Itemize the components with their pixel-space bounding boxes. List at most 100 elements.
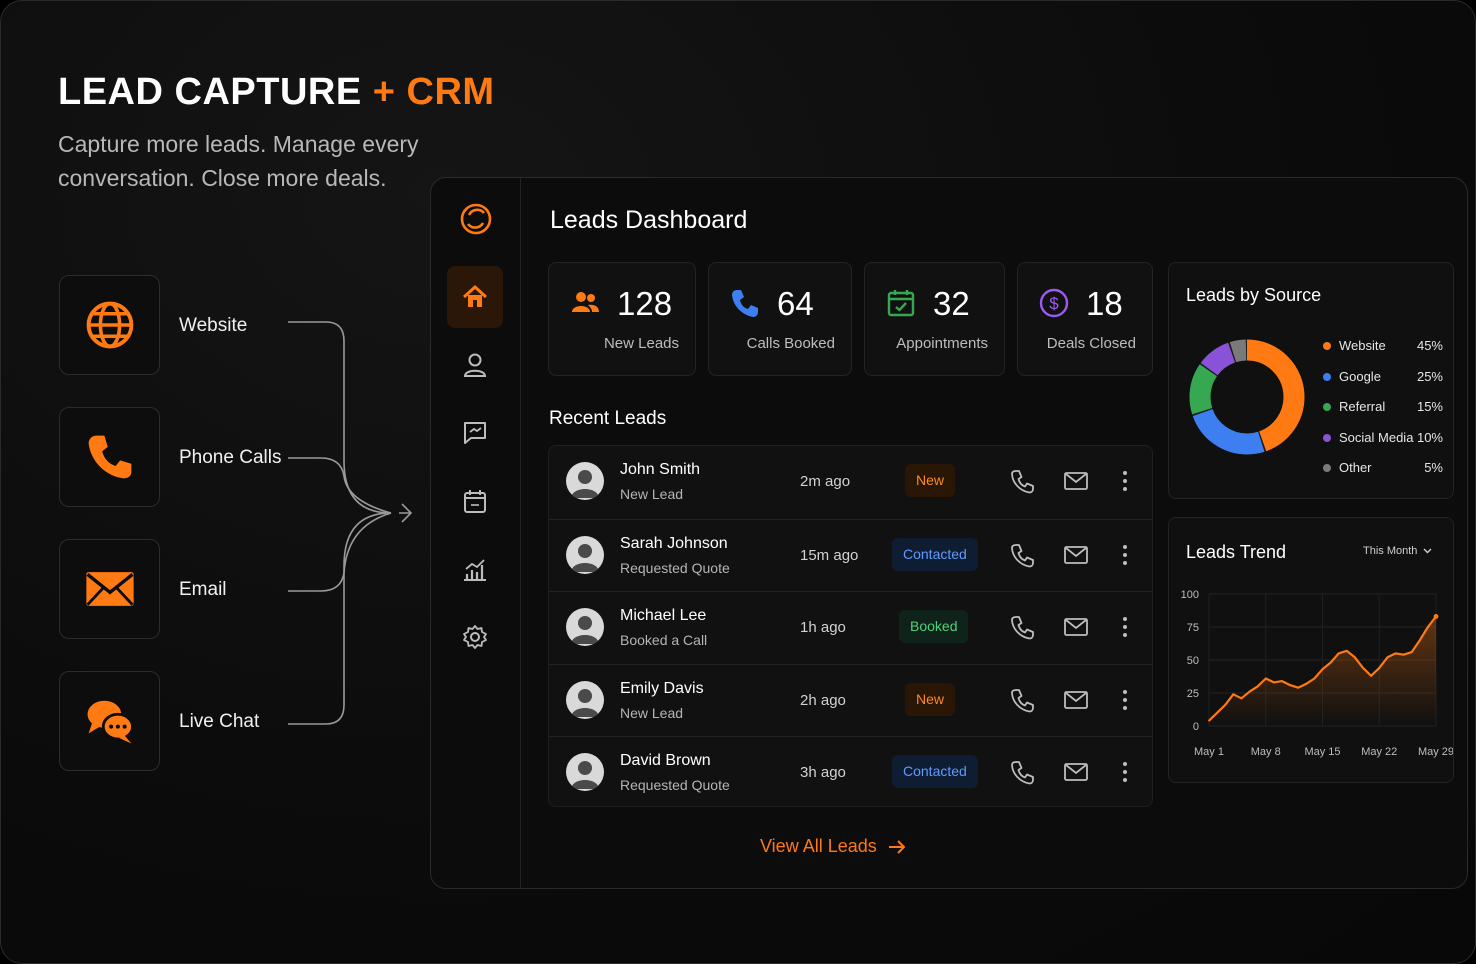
calendar-icon (464, 490, 486, 513)
channel-email-label: Email (179, 579, 227, 600)
arrow-right-icon (888, 839, 906, 854)
email-icon[interactable] (1063, 542, 1089, 568)
sidebar-item-analytics[interactable] (447, 538, 503, 600)
hero-title-accent: + CRM (372, 71, 495, 113)
call-icon[interactable] (1009, 468, 1035, 494)
stat-card-deals-closed[interactable]: $ 18 Deals Closed (1017, 262, 1153, 376)
donut-slice-website[interactable] (1189, 339, 1305, 455)
email-icon[interactable] (1063, 614, 1089, 640)
lead-note: New Lead (620, 486, 684, 502)
trend-point (1232, 693, 1235, 696)
dashboard-title: Leads Dashboard (550, 206, 748, 234)
legend-value: 10% (1416, 429, 1443, 445)
stat-value: 32 (933, 285, 970, 322)
more-options-icon[interactable] (1112, 542, 1138, 568)
more-options-icon[interactable] (1112, 614, 1138, 640)
call-icon[interactable] (1009, 614, 1035, 640)
sidebar-item-calendar[interactable] (447, 470, 503, 532)
globe-icon (86, 301, 133, 349)
leads-trend-title: Leads Trend (1186, 542, 1287, 562)
hero-title: LEAD CAPTURE + CRM (58, 71, 495, 114)
legend-value: 25% (1416, 368, 1443, 384)
legend-swatch (1323, 464, 1331, 472)
more-options-icon[interactable] (1112, 687, 1138, 713)
call-icon[interactable] (1009, 687, 1035, 713)
lead-name[interactable]: Michael Lee (620, 607, 707, 624)
trend-point (1281, 680, 1283, 683)
donut-slice-google[interactable] (1189, 339, 1305, 455)
trend-period-dropdown[interactable]: This Month (1363, 545, 1432, 557)
stat-card-calls-booked[interactable]: 64 Calls Booked (708, 262, 852, 376)
donut-slice-referral[interactable] (1189, 339, 1305, 455)
trend-point (1240, 697, 1243, 700)
trend-point (1362, 667, 1364, 669)
lead-name[interactable]: Sarah Johnson (620, 534, 728, 552)
trend-point (1305, 682, 1308, 685)
sidebar-item-settings[interactable] (447, 606, 503, 668)
person-silhouette-icon (571, 688, 599, 717)
channel-website-label: Website (179, 315, 248, 336)
stat-card-appointments[interactable]: 32 Appointments (864, 262, 1005, 376)
legend-label: Other (1339, 460, 1372, 475)
lead-name[interactable]: John Smith (620, 461, 701, 478)
trend-point (1297, 686, 1300, 689)
call-icon[interactable] (1009, 542, 1035, 568)
legend-swatch (1323, 433, 1331, 442)
view-all-leads-link[interactable]: View All Leads (760, 836, 907, 857)
trend-point (1216, 711, 1219, 714)
channel-chat-tile (59, 671, 160, 771)
trend-point (1345, 649, 1348, 652)
stat-label: Deals Closed (1046, 335, 1136, 352)
lead-note: New Lead (620, 704, 684, 721)
y-tick-label: 25 (1187, 688, 1199, 700)
lead-time: 15m ago (800, 546, 859, 564)
leads-by-source-title: Leads by Source (1186, 285, 1322, 305)
channel-chat-label: Live Chat (179, 711, 260, 732)
y-tick-label: 0 (1193, 721, 1199, 733)
sidebar (431, 178, 521, 888)
trend-area (1209, 616, 1436, 726)
sidebar-item-home[interactable] (447, 266, 503, 328)
person-silhouette-icon (571, 761, 599, 789)
y-tick-label: 50 (1187, 655, 1199, 667)
sidebar-item-messages[interactable] (447, 402, 503, 464)
channel-connector-lines (288, 321, 413, 725)
stat-card-new-leads[interactable]: 128 New Leads (548, 262, 696, 376)
hero-title-main: LEAD CAPTURE (58, 71, 362, 113)
settings-icon (463, 625, 487, 649)
dashboard-panel: Leads Dashboard 128 New Leads 64 Calls B… (430, 177, 1468, 889)
trend-point (1354, 656, 1356, 659)
more-options-icon[interactable] (1112, 468, 1138, 494)
lead-name[interactable]: Emily Davis (620, 679, 704, 697)
lead-time: 3h ago (800, 764, 846, 781)
stat-label: New Leads (603, 335, 679, 352)
email-icon[interactable] (1063, 468, 1089, 494)
more-options-icon[interactable] (1112, 759, 1138, 785)
channel-phone-tile (59, 407, 160, 507)
email-icon[interactable] (1063, 687, 1089, 713)
sidebar-item-contacts[interactable] (447, 334, 503, 396)
avatar (566, 608, 604, 646)
email-icon[interactable] (1063, 759, 1089, 785)
lead-name[interactable]: David Brown (620, 752, 711, 769)
person-silhouette-icon (571, 616, 599, 644)
x-tick-label: May 8 (1251, 746, 1281, 758)
chat-bubbles-icon (87, 700, 134, 744)
x-tick-label: May 22 (1361, 746, 1397, 758)
call-icon[interactable] (1009, 759, 1035, 785)
lead-time: 2m ago (800, 473, 851, 490)
legend-swatch (1323, 403, 1331, 411)
x-tick-label: May 1 (1194, 746, 1224, 758)
legend-value: 15% (1416, 399, 1443, 414)
lead-time: 1h ago (800, 619, 846, 636)
legend-value: 45% (1416, 338, 1443, 353)
